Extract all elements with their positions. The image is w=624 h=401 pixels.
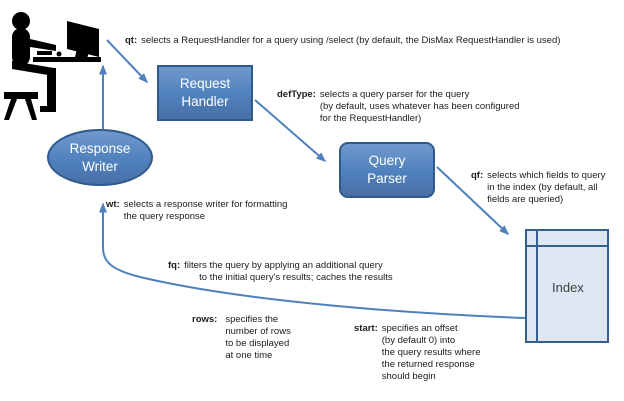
annotation-qf-line-1: selects which fields to query: [487, 170, 606, 181]
annotation-deftype-line-1: selects a query parser for the query: [319, 89, 470, 100]
annotation-rows-line-2: number of rows: [225, 326, 291, 337]
annotation-fq-keyword: fq:: [168, 260, 181, 271]
response-writer-label: Response Writer: [69, 140, 131, 174]
annotation-start-line-2: (by default 0) into: [381, 335, 456, 346]
annotation-qf: qf: selects which fields to query in the…: [471, 170, 605, 206]
annotation-start-line-5: should begin: [381, 371, 436, 382]
annotation-qt: qt: selects a RequestHandler for a query…: [125, 35, 560, 47]
annotation-deftype-line-2: (by default, uses whatever has been conf…: [319, 101, 520, 112]
request-handler-node: Request Handler: [157, 65, 253, 121]
annotation-qf-line-2: in the index (by default, all: [487, 182, 598, 193]
request-handler-label: Request Handler: [179, 76, 231, 109]
annotation-start-line-4: the returned response: [381, 359, 475, 370]
response-writer-node: Response Writer: [47, 129, 153, 186]
annotation-deftype-keyword: defType:: [277, 89, 316, 100]
query-parser-label: Query Parser: [367, 153, 407, 186]
annotation-fq-line-1: filters the query by applying an additio…: [184, 260, 383, 271]
user-at-computer-icon: [4, 8, 106, 127]
annotation-deftype-line-3: for the RequestHandler): [319, 113, 422, 124]
annotation-rows-keyword: rows:: [192, 314, 218, 325]
annotation-wt-keyword: wt:: [106, 199, 120, 210]
annotation-wt-line-1: selects a response writer for formatting: [123, 199, 288, 210]
annotation-wt: wt: selects a response writer for format…: [106, 199, 287, 223]
annotation-fq: fq: filters the query by applying an add…: [168, 260, 393, 284]
annotation-start-line-3: the query results where: [381, 347, 481, 358]
annotation-deftype: defType: selects a query parser for the …: [277, 89, 520, 125]
annotation-qt-keyword: qt:: [125, 35, 138, 46]
annotation-fq-line-2: to the initial query's results; caches t…: [199, 272, 393, 283]
index-node: Index: [525, 229, 609, 343]
index-vertical-rule: [536, 231, 538, 341]
annotation-rows-line-3: to be displayed: [225, 338, 290, 349]
annotation-start-line-1: specifies an offset: [381, 323, 458, 334]
annotation-rows-line-4: at one time: [225, 350, 273, 361]
annotation-start-keyword: start:: [354, 323, 378, 334]
annotation-qf-line-3: fields are queried): [487, 194, 564, 205]
annotation-qf-keyword: qf:: [471, 170, 484, 181]
index-horizontal-rule: [527, 245, 607, 247]
index-label: Index: [552, 280, 584, 295]
annotation-wt-line-2: the query response: [123, 211, 206, 222]
annotation-start: start: specifies an offset (by default 0…: [354, 323, 481, 383]
query-parser-node: Query Parser: [339, 142, 435, 198]
annotation-qt-line-1: selects a RequestHandler for a query usi…: [141, 35, 561, 46]
annotation-rows: rows: specifies the number of rows to be…: [192, 314, 291, 362]
annotation-rows-line-1: specifies the: [225, 314, 279, 325]
